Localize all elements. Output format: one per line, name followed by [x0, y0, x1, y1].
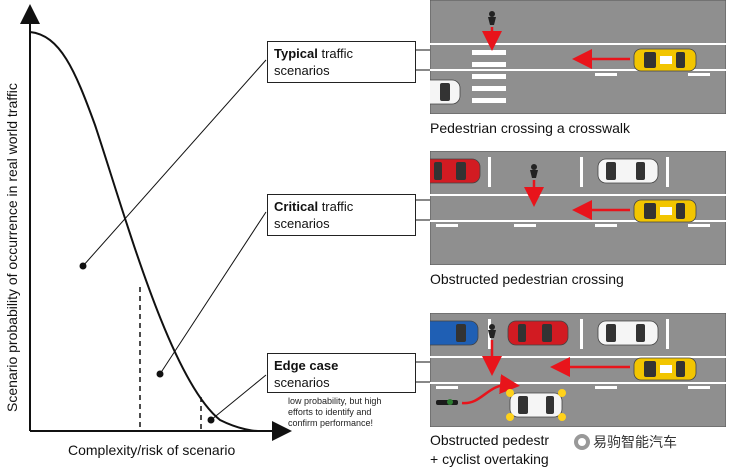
- watermark-text: 易驹智能汽车: [593, 434, 677, 450]
- panel-3-caption-line2: + cyclist overtaking: [430, 451, 549, 467]
- edge-box-bold: Edge case: [274, 358, 339, 373]
- lane-dash: [436, 386, 458, 389]
- blue-car: [430, 320, 479, 346]
- white-car: [430, 79, 461, 105]
- parking-marker: [666, 157, 669, 187]
- typical-box-bold: Typical: [274, 46, 318, 61]
- lane-dash: [514, 224, 536, 227]
- white-car: [597, 158, 659, 184]
- lane-dash: [436, 224, 458, 227]
- leader-line-typical: [82, 59, 267, 267]
- typical-box-line2: scenarios: [274, 63, 330, 78]
- edge-box-line2: scenarios: [274, 375, 330, 390]
- pedestrian-icon: [530, 164, 538, 178]
- lane-dash: [595, 386, 617, 389]
- leader-line-edge: [210, 374, 267, 421]
- panel-1-caption: Pedestrian crossing a crosswalk: [430, 120, 630, 136]
- pedestrian-icon: [488, 324, 496, 338]
- leader-line-critical: [159, 211, 267, 375]
- hazard-light: [558, 389, 566, 397]
- taxi-car: [633, 199, 697, 223]
- probability-curve: [29, 31, 259, 432]
- critical-box-line2: scenarios: [274, 216, 330, 231]
- edge-case-note: low probability, but high efforts to ide…: [288, 396, 382, 428]
- lane-dash: [688, 386, 710, 389]
- cyclist-icon: [436, 399, 458, 405]
- crosswalk: [472, 50, 506, 103]
- panel-3-caption-line1: Obstructed pedestr: [430, 432, 550, 448]
- typical-box-rest: traffic: [317, 46, 354, 61]
- lane-dash: [595, 224, 617, 227]
- hazard-light: [506, 413, 514, 421]
- hazard-light: [506, 389, 514, 397]
- critical-scenarios-box: Critical traffic scenarios: [267, 194, 416, 236]
- typical-scenarios-box: Typical traffic scenarios: [267, 41, 416, 83]
- red-car: [430, 158, 481, 184]
- lane-dash: [595, 73, 617, 76]
- critical-box-rest: traffic: [318, 199, 354, 214]
- scenario-panel-crosswalk: [430, 0, 726, 114]
- hazard-light: [558, 413, 566, 421]
- lane-dash: [688, 73, 710, 76]
- parking-marker: [580, 319, 583, 349]
- parking-marker: [580, 157, 583, 187]
- white-car: [597, 320, 659, 346]
- cyclist-path-arrow: [461, 374, 520, 405]
- red-car: [507, 320, 569, 346]
- critical-box-bold: Critical: [274, 199, 319, 214]
- parking-marker: [488, 157, 491, 187]
- taxi-car: [633, 48, 697, 72]
- parking-marker: [666, 319, 669, 349]
- x-axis-label: Complexity/risk of scenario: [68, 442, 236, 458]
- watermark: 易驹智能汽车: [572, 432, 679, 452]
- scenario-panel-obstructed: [430, 151, 726, 265]
- y-axis-label: Scenario probability of occurrence in re…: [4, 83, 20, 412]
- edge-case-scenarios-box: Edge case scenarios: [267, 353, 416, 393]
- pedestrian-icon: [488, 11, 496, 25]
- wechat-icon: [574, 434, 590, 450]
- hazard-car: [506, 389, 566, 421]
- lane-dash: [688, 224, 710, 227]
- typical-dot: [79, 262, 87, 270]
- taxi-car: [633, 357, 697, 381]
- scenario-panel-cyclist: [430, 313, 726, 427]
- critical-dot: [156, 370, 164, 378]
- panel-2-caption: Obstructed pedestrian crossing: [430, 271, 624, 287]
- edge-dot: [207, 416, 215, 424]
